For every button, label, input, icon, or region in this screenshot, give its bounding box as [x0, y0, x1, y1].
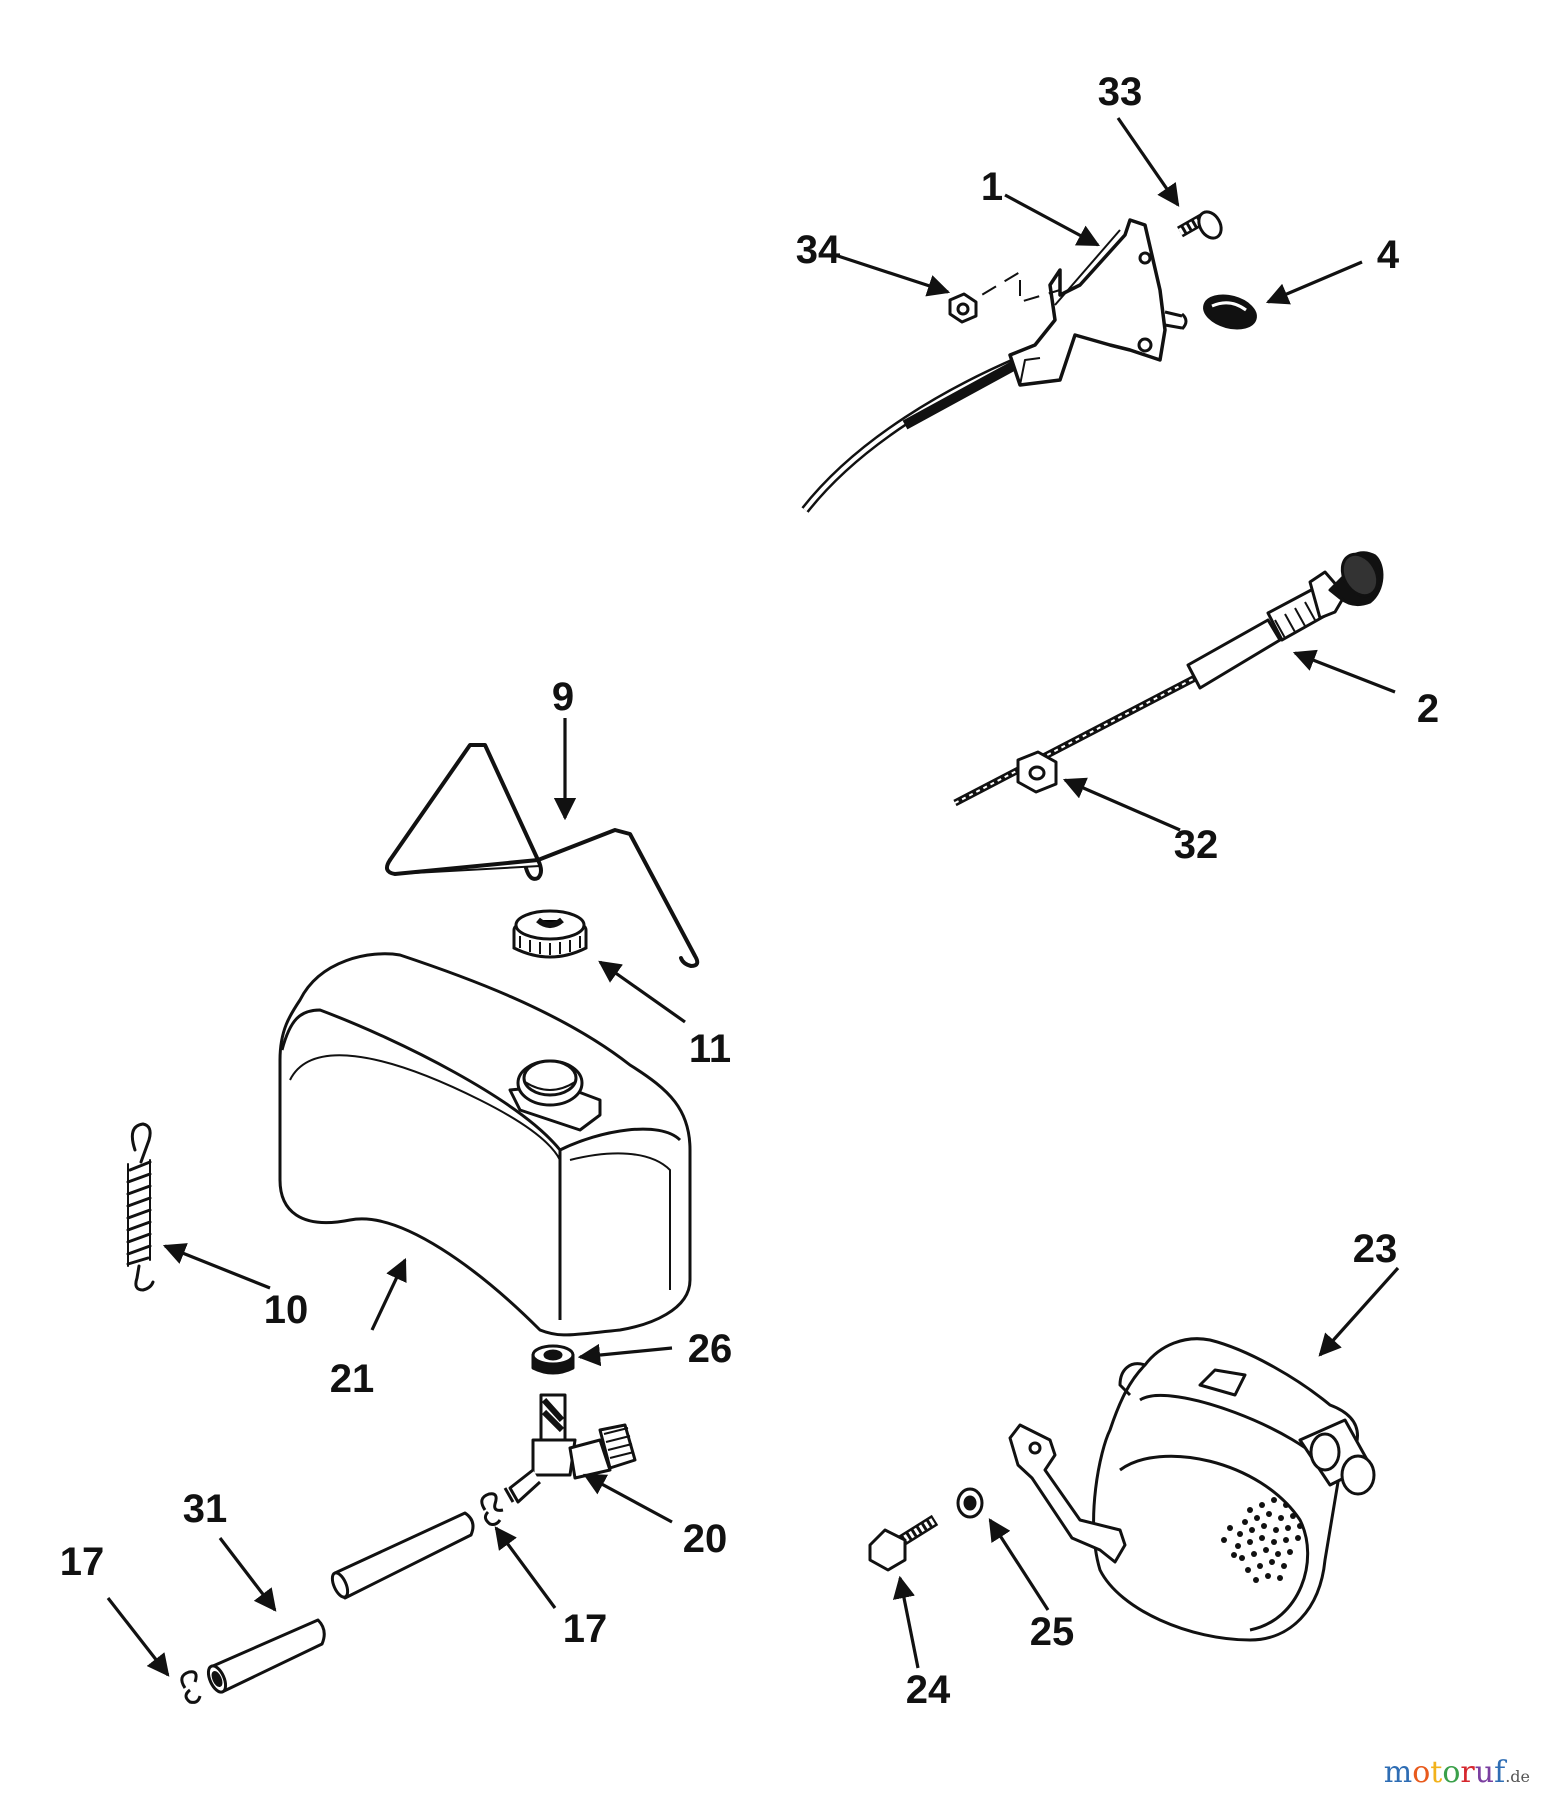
choke-control-assembly	[953, 551, 1384, 807]
hose-clamp-17-right	[480, 1492, 504, 1526]
nut-34	[948, 292, 978, 324]
hose-clamp-17-left	[180, 1670, 202, 1704]
tank-strap-9	[384, 743, 700, 968]
fuel-valve-assembly	[180, 1344, 637, 1704]
callout-25: 25	[1030, 1610, 1075, 1654]
callout-9: 9	[552, 675, 574, 719]
grommet-4	[1203, 294, 1257, 330]
callout-33: 33	[1098, 70, 1143, 114]
callout-numbers: 33 1 34 4 2 32 9 11 10 21 26 20 17 31 17…	[60, 70, 1439, 1712]
callout-17-right: 17	[563, 1607, 608, 1651]
watermark-suffix: .de	[1505, 1767, 1530, 1786]
watermark-letter: u	[1474, 1755, 1495, 1790]
callout-17-left: 17	[60, 1540, 105, 1584]
choke-bracket-assembly	[801, 210, 1257, 513]
callout-10: 10	[264, 1288, 309, 1332]
callout-23: 23	[1353, 1227, 1398, 1271]
lock-nut-32	[1016, 750, 1058, 794]
callout-21: 21	[330, 1357, 375, 1401]
callout-20: 20	[683, 1517, 728, 1561]
fuel-cap-11	[512, 909, 588, 959]
watermark-letter: m	[1383, 1755, 1413, 1790]
muffler-perforations	[1221, 1497, 1303, 1583]
callout-24: 24	[906, 1668, 951, 1712]
watermark-letter: r	[1460, 1755, 1475, 1790]
watermark-letter: o	[1442, 1755, 1461, 1790]
watermark-brand: motoruf	[1384, 1755, 1505, 1790]
callout-2: 2	[1417, 687, 1439, 731]
choke-bracket	[1008, 218, 1167, 387]
watermark-logo: motoruf.de	[1384, 1755, 1530, 1790]
callout-4: 4	[1377, 233, 1400, 277]
callout-1: 1	[981, 165, 1003, 209]
watermark-letter: o	[1412, 1755, 1431, 1790]
watermark-letter: t	[1430, 1755, 1443, 1790]
screw-33	[1177, 210, 1223, 240]
grommet-26	[531, 1344, 575, 1375]
shutoff-valve-20	[503, 1393, 637, 1504]
muffler-bracket	[1008, 1423, 1127, 1564]
watermark-letter: f	[1494, 1755, 1506, 1790]
callout-34: 34	[796, 228, 841, 272]
fuel-hose-31	[206, 1511, 475, 1694]
washer-25	[956, 1487, 984, 1519]
callout-31: 31	[183, 1487, 228, 1531]
muffler-23	[1092, 1337, 1359, 1642]
muffler-assembly	[868, 1337, 1376, 1642]
callout-26: 26	[688, 1327, 733, 1371]
callout-32: 32	[1174, 823, 1219, 867]
callout-11: 11	[689, 1027, 731, 1071]
leader-arrows	[106, 117, 1400, 1677]
fuel-tank-21	[278, 952, 692, 1337]
bolt-24	[868, 1514, 939, 1572]
spring-10	[126, 1122, 155, 1292]
